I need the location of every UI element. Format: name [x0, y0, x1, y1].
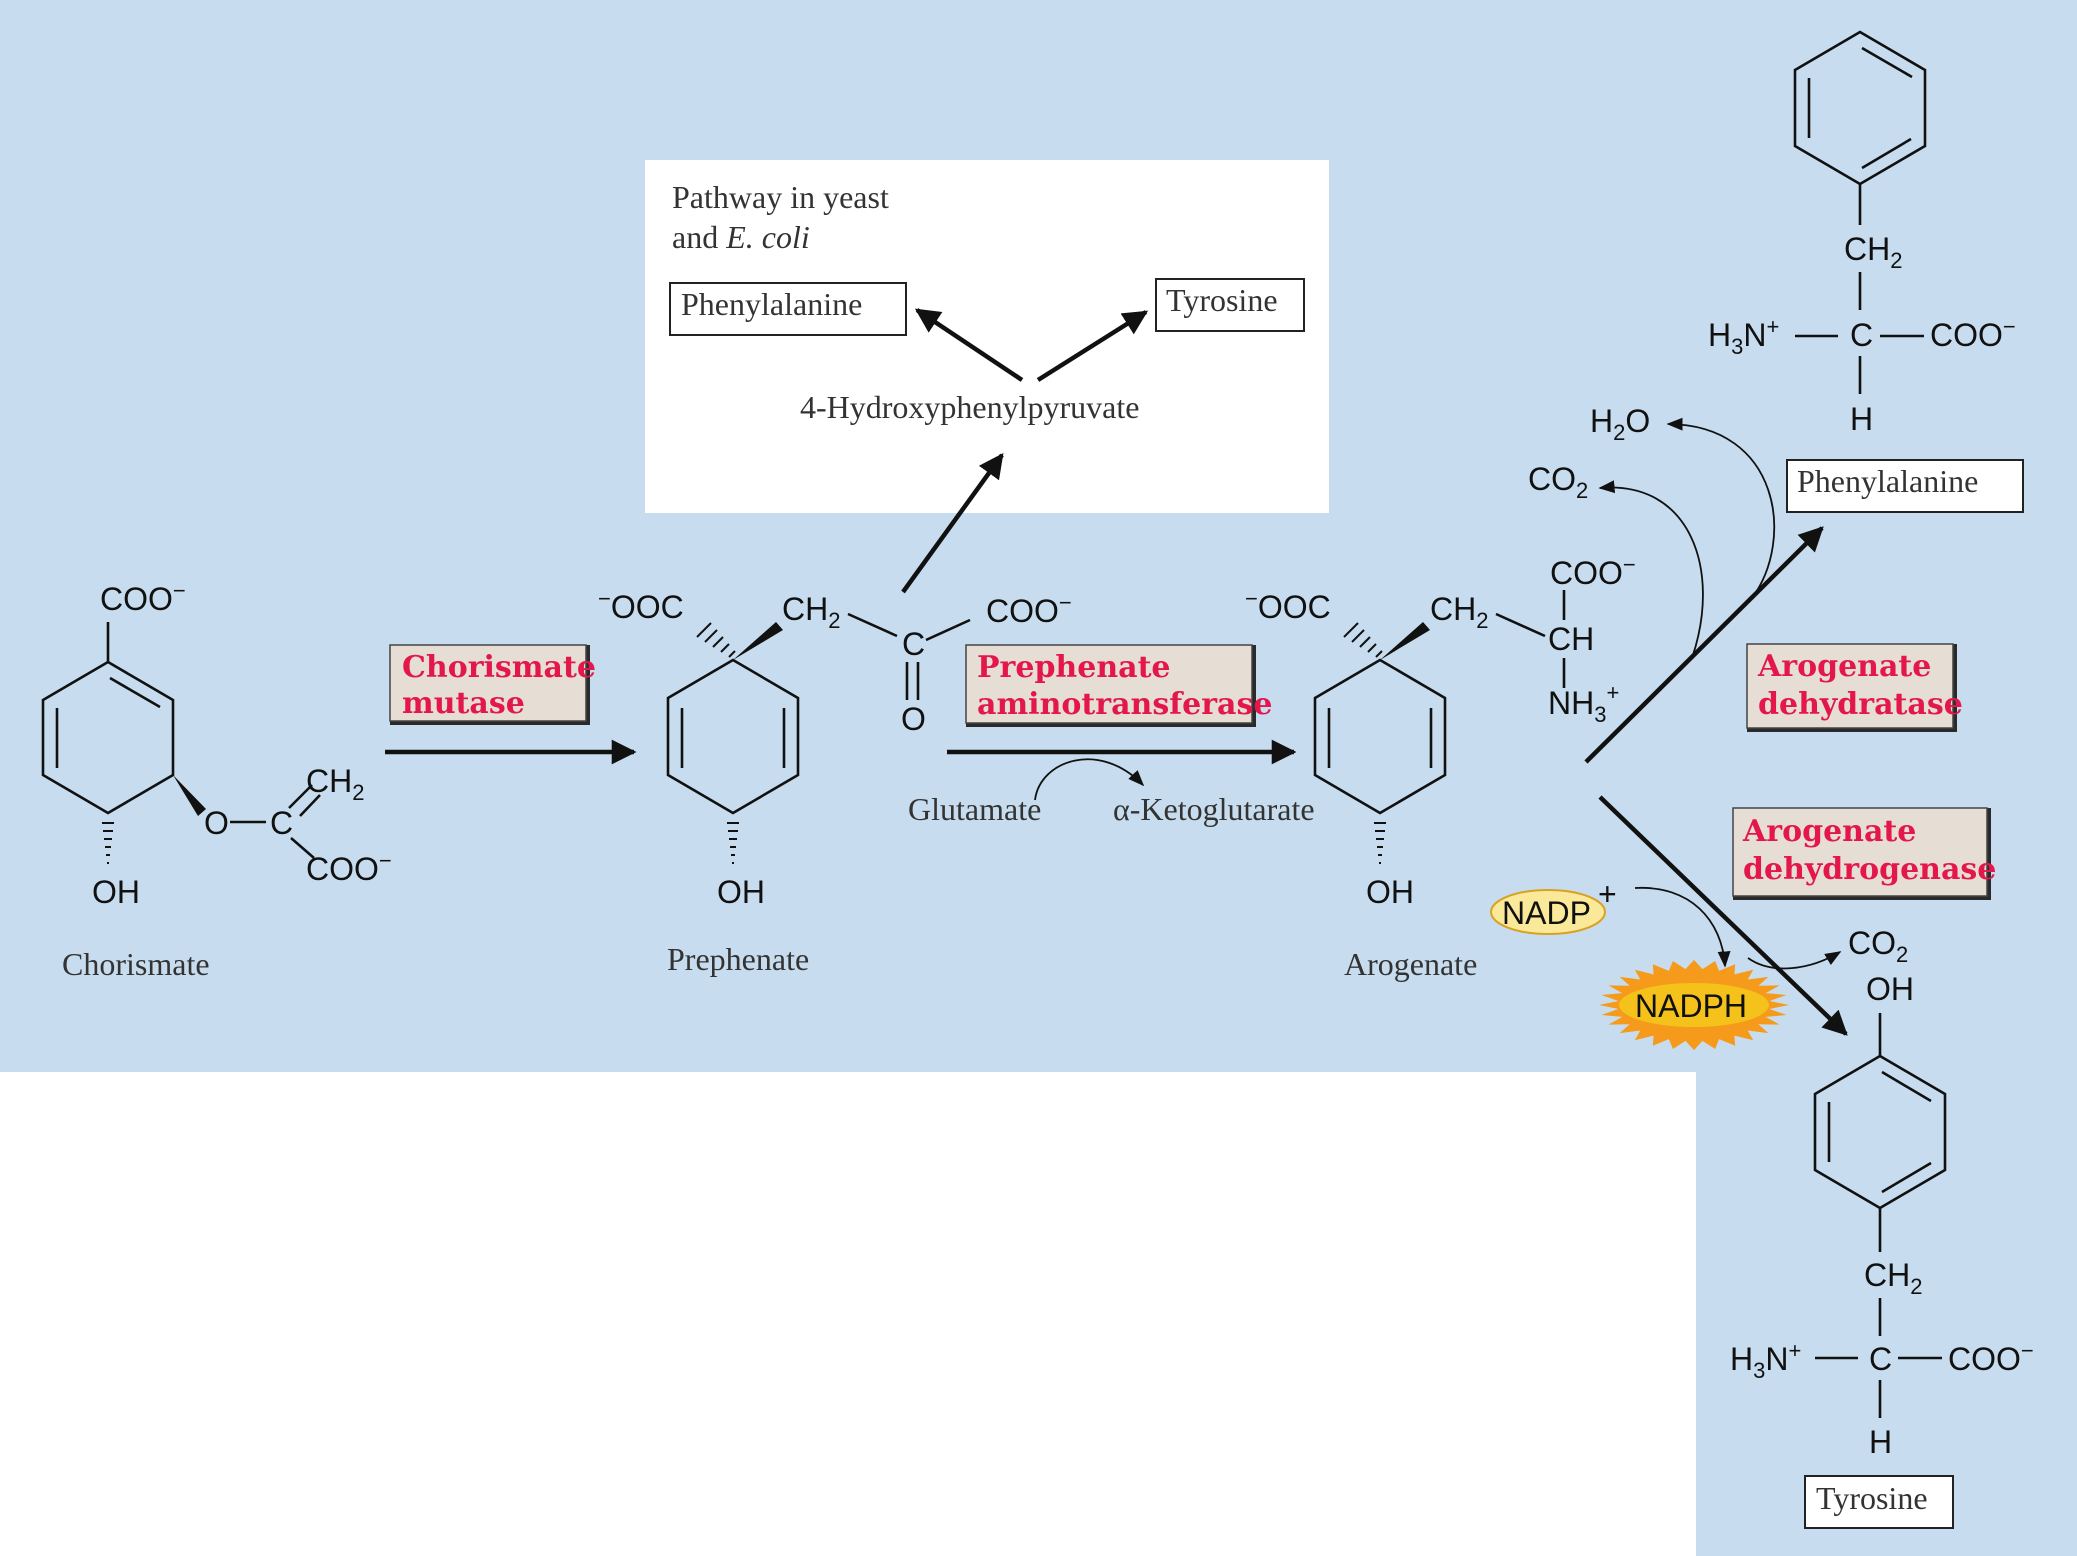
product-tyrosine-box: Tyrosine	[1804, 1475, 1954, 1529]
svg-text:OH: OH	[1366, 874, 1414, 910]
svg-text:COO−: COO−	[1550, 552, 1636, 591]
svg-text:OH: OH	[1866, 971, 1914, 1007]
label-chorismate: Chorismate	[62, 946, 210, 982]
svg-text:+: +	[1598, 876, 1617, 912]
product-phenylalanine-box: Phenylalanine	[1786, 459, 2024, 513]
svg-text:C: C	[1869, 1341, 1892, 1377]
svg-text:Phenylalanine: Phenylalanine	[1797, 463, 1978, 499]
label-glutamate: Glutamate	[908, 791, 1041, 827]
enzyme-arogenate-dehydratase: Arogenate dehydratase	[1746, 643, 1963, 732]
svg-text:C: C	[902, 626, 925, 662]
chorismate-structure: COO− OH O C CH2 COO−	[41, 578, 392, 910]
svg-text:H: H	[1869, 1424, 1892, 1460]
inset-product-tyrosine: Tyrosine	[1166, 282, 1278, 318]
inset-intermediate: 4-Hydroxyphenylpyruvate	[800, 389, 1139, 425]
co2-lower-curve	[1747, 951, 1842, 970]
enzyme-arogenate-dehydrogenase: Arogenate dehydrogenase	[1732, 807, 1996, 900]
svg-text:H3N+: H3N+	[1730, 1338, 1801, 1383]
svg-text:COO−: COO−	[986, 590, 1072, 629]
svg-text:OH: OH	[717, 874, 765, 910]
glutamate-curve	[1034, 758, 1145, 801]
h2o-curve	[1666, 417, 1776, 599]
arrow-to-phenylalanine	[1584, 526, 1824, 764]
inset-product-phenylalanine: Phenylalanine	[681, 286, 862, 322]
inset-title-line1: Pathway in yeast	[672, 179, 889, 215]
svg-text:COO−: COO−	[100, 578, 186, 617]
arrow-to-hpp	[901, 452, 1004, 594]
svg-text:C: C	[270, 805, 293, 841]
svg-text:Prephenate: Prephenate	[977, 650, 1171, 685]
label-ketoglutarate: α-Ketoglutarate	[1113, 791, 1315, 827]
svg-text:OH: OH	[92, 874, 140, 910]
label-co2-upper: CO2	[1528, 461, 1588, 503]
svg-text:C: C	[1850, 317, 1873, 353]
svg-text:CH2: CH2	[1844, 231, 1902, 273]
svg-text:Tyrosine: Tyrosine	[1816, 1480, 1928, 1516]
svg-text:NH3+: NH3+	[1548, 680, 1619, 727]
svg-text:NADPH: NADPH	[1635, 988, 1747, 1024]
nadp-curve	[1634, 887, 1731, 968]
label-prephenate: Prephenate	[667, 941, 809, 977]
svg-text:Arogenate: Arogenate	[1742, 814, 1916, 849]
svg-text:−OOC: −OOC	[1245, 586, 1331, 625]
svg-text:H3N+: H3N+	[1708, 314, 1779, 359]
svg-text:CH2: CH2	[782, 591, 840, 633]
svg-text:mutase: mutase	[402, 686, 525, 721]
svg-text:Chorismate: Chorismate	[402, 650, 596, 685]
nadph-burst: NADPH	[1599, 959, 1789, 1051]
svg-text:dehydratase: dehydratase	[1758, 687, 1963, 722]
co2-curve	[1598, 480, 1704, 659]
arrow-to-tyrosine	[1598, 795, 1848, 1036]
svg-text:H: H	[1850, 401, 1873, 437]
arogenate-structure: −OOC CH2 CH COO− NH3+ OH	[1245, 552, 1636, 910]
svg-text:O: O	[204, 805, 229, 841]
svg-text:COO−: COO−	[1930, 314, 2016, 353]
phenylalanine-structure: CH2 H3N+ C COO− H	[1708, 30, 2016, 437]
svg-text:NADP: NADP	[1502, 895, 1591, 931]
enzyme-chorismate-mutase: Chorismate mutase	[389, 644, 596, 725]
svg-text:aminotransferase: aminotransferase	[977, 687, 1272, 722]
enzyme-prephenate-aminotransferase: Prephenate aminotransferase	[965, 644, 1272, 727]
svg-text:dehydrogenase: dehydrogenase	[1743, 852, 1996, 887]
svg-text:Arogenate: Arogenate	[1757, 649, 1931, 684]
svg-text:O: O	[901, 701, 926, 737]
svg-text:−OOC: −OOC	[598, 586, 684, 625]
svg-text:COO−: COO−	[1948, 1338, 2034, 1377]
tyrosine-structure: OH CH2 H3N+ C COO− H	[1730, 971, 2034, 1460]
svg-text:CH2: CH2	[1430, 591, 1488, 633]
svg-text:COO−: COO−	[306, 848, 392, 887]
label-arogenate: Arogenate	[1344, 946, 1477, 982]
svg-text:CH: CH	[1548, 621, 1594, 657]
label-h2o: H2O	[1590, 403, 1650, 445]
svg-text:CH2: CH2	[306, 763, 364, 805]
nadp-badge: NADP +	[1490, 876, 1617, 935]
inset-title-line2: and E. coli	[672, 219, 810, 255]
svg-text:CH2: CH2	[1864, 1257, 1922, 1299]
inset-box: Pathway in yeast and E. coli Phenylalani…	[645, 160, 1329, 513]
label-co2-lower: CO2	[1848, 925, 1908, 967]
prephenate-structure: −OOC CH2 C COO− O OH	[598, 586, 1072, 910]
